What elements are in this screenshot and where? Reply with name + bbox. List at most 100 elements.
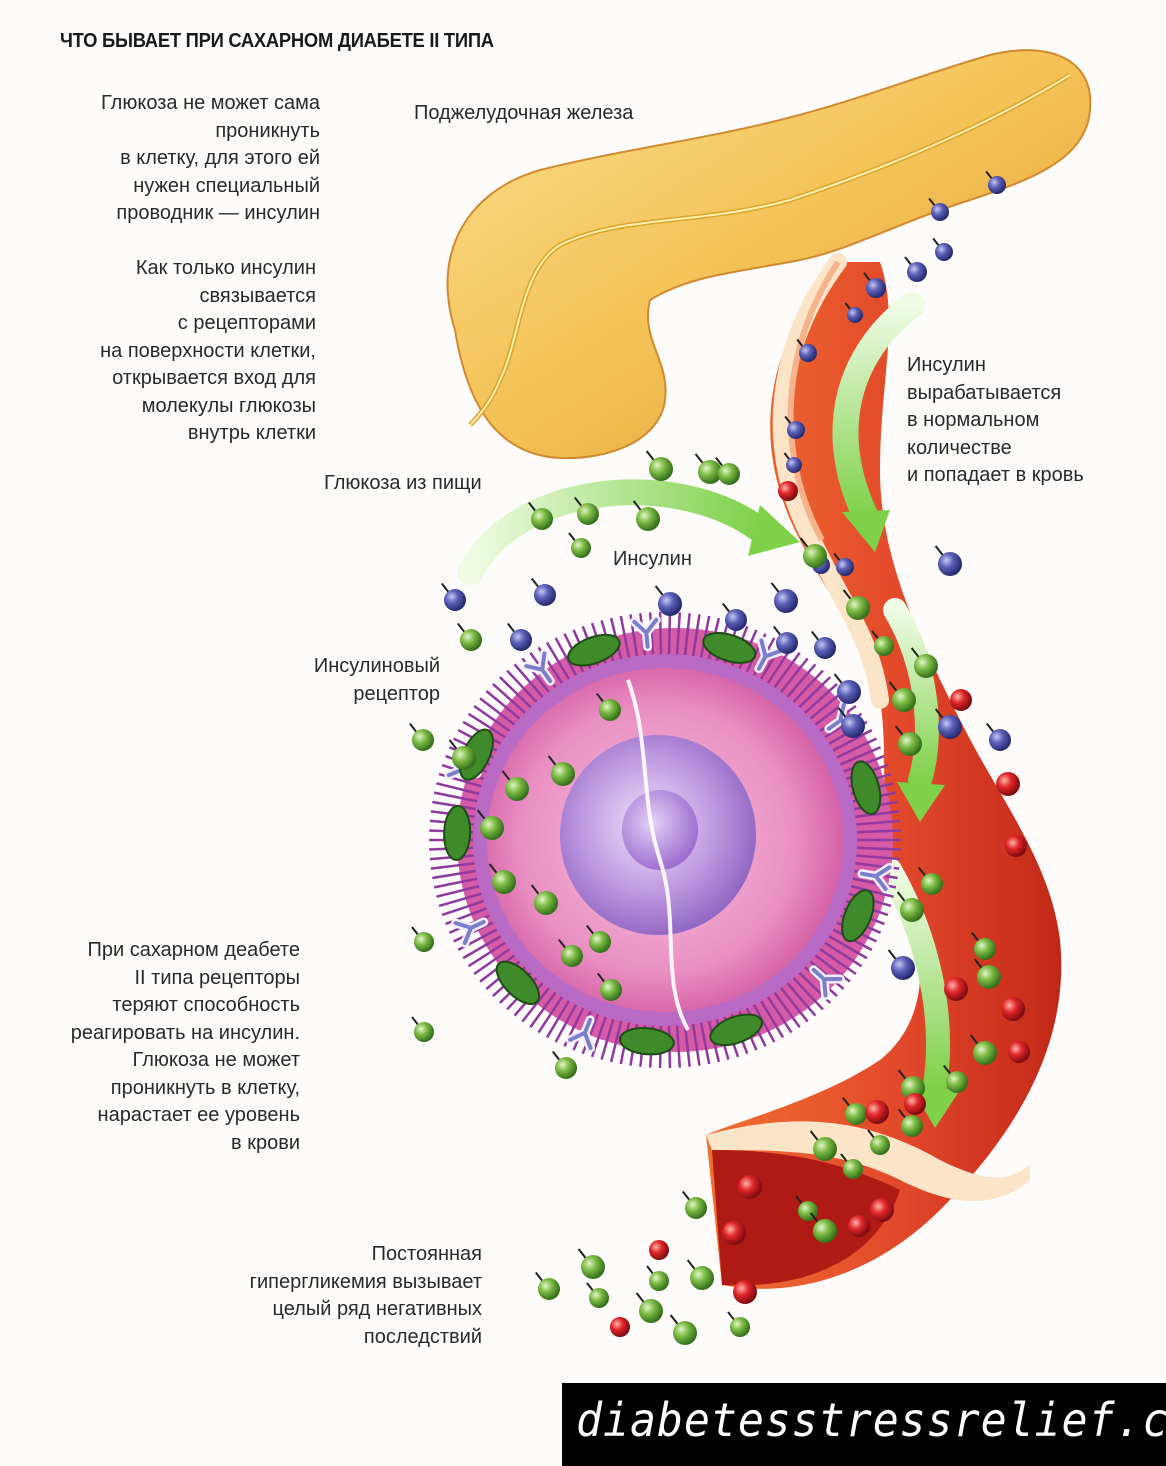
label-glucose-food: Глюкоза из пищи <box>324 472 482 494</box>
glucose-molecule <box>488 863 516 894</box>
blocked-receptor-icon <box>567 633 621 667</box>
insulin-molecule <box>844 302 863 323</box>
blocked-receptor-icon <box>495 960 541 1006</box>
nucleolus <box>622 790 698 870</box>
flow-arrows <box>457 292 960 1128</box>
red-blood-cell <box>870 1198 894 1222</box>
glucose-molecule <box>528 501 553 530</box>
note-hyperglycemia: Постоянная гипергликемия вызывает целый … <box>249 1243 482 1348</box>
glucose-molecule <box>867 1129 890 1155</box>
glucose-molecule <box>809 1212 837 1243</box>
label-insulin: Инсулин <box>613 548 692 570</box>
insulin-molecule <box>783 452 802 473</box>
insulin-receptor-icon <box>565 1015 596 1053</box>
blocked-receptor-icon <box>850 760 882 816</box>
red-blood-cell <box>1008 1041 1030 1063</box>
glucose-molecule <box>943 1064 968 1093</box>
red-blood-cell <box>733 1280 757 1304</box>
glucose-molecule <box>632 500 660 531</box>
label-pancreas: Поджелудочная железа <box>414 102 634 124</box>
molecules <box>409 170 1030 1345</box>
glucose-molecule <box>501 770 529 801</box>
insulin-molecule <box>654 585 682 616</box>
glucose-molecule <box>727 1311 750 1337</box>
glucose-molecule <box>409 722 434 751</box>
glucose-molecule <box>969 1034 997 1065</box>
insulin-receptor-icon <box>857 862 894 894</box>
insulin-molecule <box>833 673 861 704</box>
glucose-molecule <box>715 456 740 485</box>
blocked-receptor-icon <box>443 804 472 861</box>
glucose-molecule <box>646 1265 669 1291</box>
glucose-molecule <box>411 926 434 952</box>
glucose-molecule <box>694 453 722 484</box>
glucose-molecule <box>597 972 622 1001</box>
insulin-molecule <box>770 582 798 613</box>
red-blood-cell <box>996 772 1020 796</box>
insulin-molecule <box>837 707 865 738</box>
insulin-molecule <box>928 197 949 221</box>
glucose-molecule <box>871 630 894 656</box>
glucose-molecule <box>799 537 827 568</box>
red-blood-cell <box>738 1175 762 1199</box>
insulin-molecule <box>932 237 953 261</box>
glucose-molecule <box>635 1292 663 1323</box>
glucose-molecule <box>669 1314 697 1345</box>
glucose-molecule <box>457 622 482 651</box>
glucose-molecule <box>586 924 611 953</box>
blocked-receptor-icon <box>618 1027 675 1056</box>
glucose-molecule <box>535 1271 560 1300</box>
glucose-molecule <box>840 1153 863 1179</box>
red-blood-cell <box>1001 997 1025 1021</box>
insulin-molecule <box>934 708 962 739</box>
glucose-molecule <box>896 891 924 922</box>
glucose-molecule <box>888 681 916 712</box>
glucose-molecule <box>894 725 922 756</box>
glucose-molecule <box>898 1108 923 1137</box>
insulin-receptor-icon <box>629 615 661 652</box>
glucose-molecule <box>645 450 673 481</box>
glucose-molecule <box>842 589 870 620</box>
insulin-receptor-icon <box>451 917 489 948</box>
label-receptor: Инсулиновый рецептор <box>313 655 440 705</box>
watermark-text: diabetesstressrelief.com <box>576 1393 1166 1447</box>
insulin-molecule <box>904 256 927 282</box>
glucose-molecule <box>574 496 599 525</box>
glucose-molecule <box>682 1190 707 1219</box>
cell <box>429 612 901 1068</box>
red-blood-cell <box>944 977 968 1001</box>
insulin-molecule <box>441 582 466 611</box>
insulin-molecule <box>507 622 532 651</box>
red-blood-cell <box>848 1215 870 1237</box>
red-blood-cell <box>904 1093 926 1115</box>
insulin-molecule <box>833 552 854 576</box>
red-blood-cell <box>610 1317 630 1337</box>
insulin-receptor-icon <box>809 965 845 1000</box>
glucose-molecule <box>568 532 591 558</box>
glucose-molecule <box>530 884 558 915</box>
insulin-molecule <box>887 949 915 980</box>
glucose-molecule <box>448 739 476 770</box>
glucose-molecule <box>411 1016 434 1042</box>
glucose-molecule <box>918 866 943 895</box>
insulin-molecule <box>531 577 556 606</box>
red-blood-cell <box>649 1240 669 1260</box>
glucose-molecule <box>577 1248 605 1279</box>
red-blood-cell <box>865 1100 889 1124</box>
insulin-receptor-icon <box>754 636 786 674</box>
glucose-molecule <box>971 931 996 960</box>
glucose-molecule <box>547 755 575 786</box>
blocked-receptor-icon <box>702 631 757 664</box>
red-blood-cell <box>1005 835 1027 857</box>
red-blood-cell <box>778 481 798 501</box>
glucose-molecule <box>552 1050 577 1079</box>
insulin-molecule <box>985 170 1006 194</box>
note-type2-receptors: При сахарном деабете II типа рецепторы т… <box>70 939 300 1154</box>
insulin-molecule <box>773 625 798 654</box>
glucose-molecule <box>476 809 504 840</box>
note-insulin-production: Инсулин вырабатывается в нормальном коли… <box>907 354 1084 486</box>
note-insulin-binding: Как только инсулин связывается с рецепто… <box>100 257 316 444</box>
insulin-receptor-icon <box>521 648 555 686</box>
insulin-molecule <box>986 722 1011 751</box>
